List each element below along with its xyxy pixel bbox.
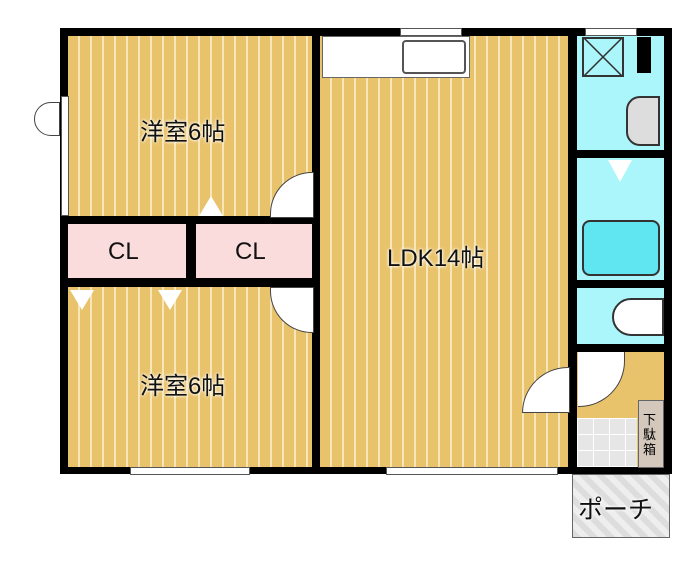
closet-2-label: CL — [235, 238, 266, 265]
shoe-box-label: 下駄箱 — [643, 412, 657, 457]
closet-door-marker — [70, 290, 94, 310]
entrance-floor — [577, 418, 637, 467]
western-room-1-label: 洋室6帖 — [140, 119, 226, 146]
western-room-2 — [68, 287, 312, 467]
closet-1-label: CL — [108, 238, 139, 265]
window-ldk-bottom — [386, 467, 558, 475]
balcony-door-left[interactable] — [34, 102, 60, 136]
porch-label: ポーチ — [578, 496, 654, 524]
western-room-2-label: 洋室6帖 — [140, 373, 226, 400]
bathtub-icon — [582, 220, 660, 276]
window-room-2-bottom — [130, 467, 250, 475]
washing-machine-icon — [582, 37, 624, 77]
shoe-box — [638, 400, 664, 468]
closet-2 — [196, 224, 312, 278]
storage-icon — [637, 37, 651, 73]
window-room-1 — [61, 96, 69, 216]
vanity-sink-icon — [626, 96, 660, 146]
closet-1 — [68, 224, 186, 278]
bath-door-marker — [608, 160, 632, 182]
closet-door-marker — [158, 290, 182, 310]
kitchen-sink-icon — [402, 40, 466, 74]
closet-door-marker — [199, 196, 223, 216]
window-washroom-top — [585, 28, 637, 36]
western-room-1 — [68, 36, 312, 216]
ldk-label: LDK14帖 — [387, 245, 485, 272]
toilet-icon — [612, 298, 664, 336]
window-kitchen-top — [400, 28, 462, 36]
porch — [572, 474, 670, 538]
